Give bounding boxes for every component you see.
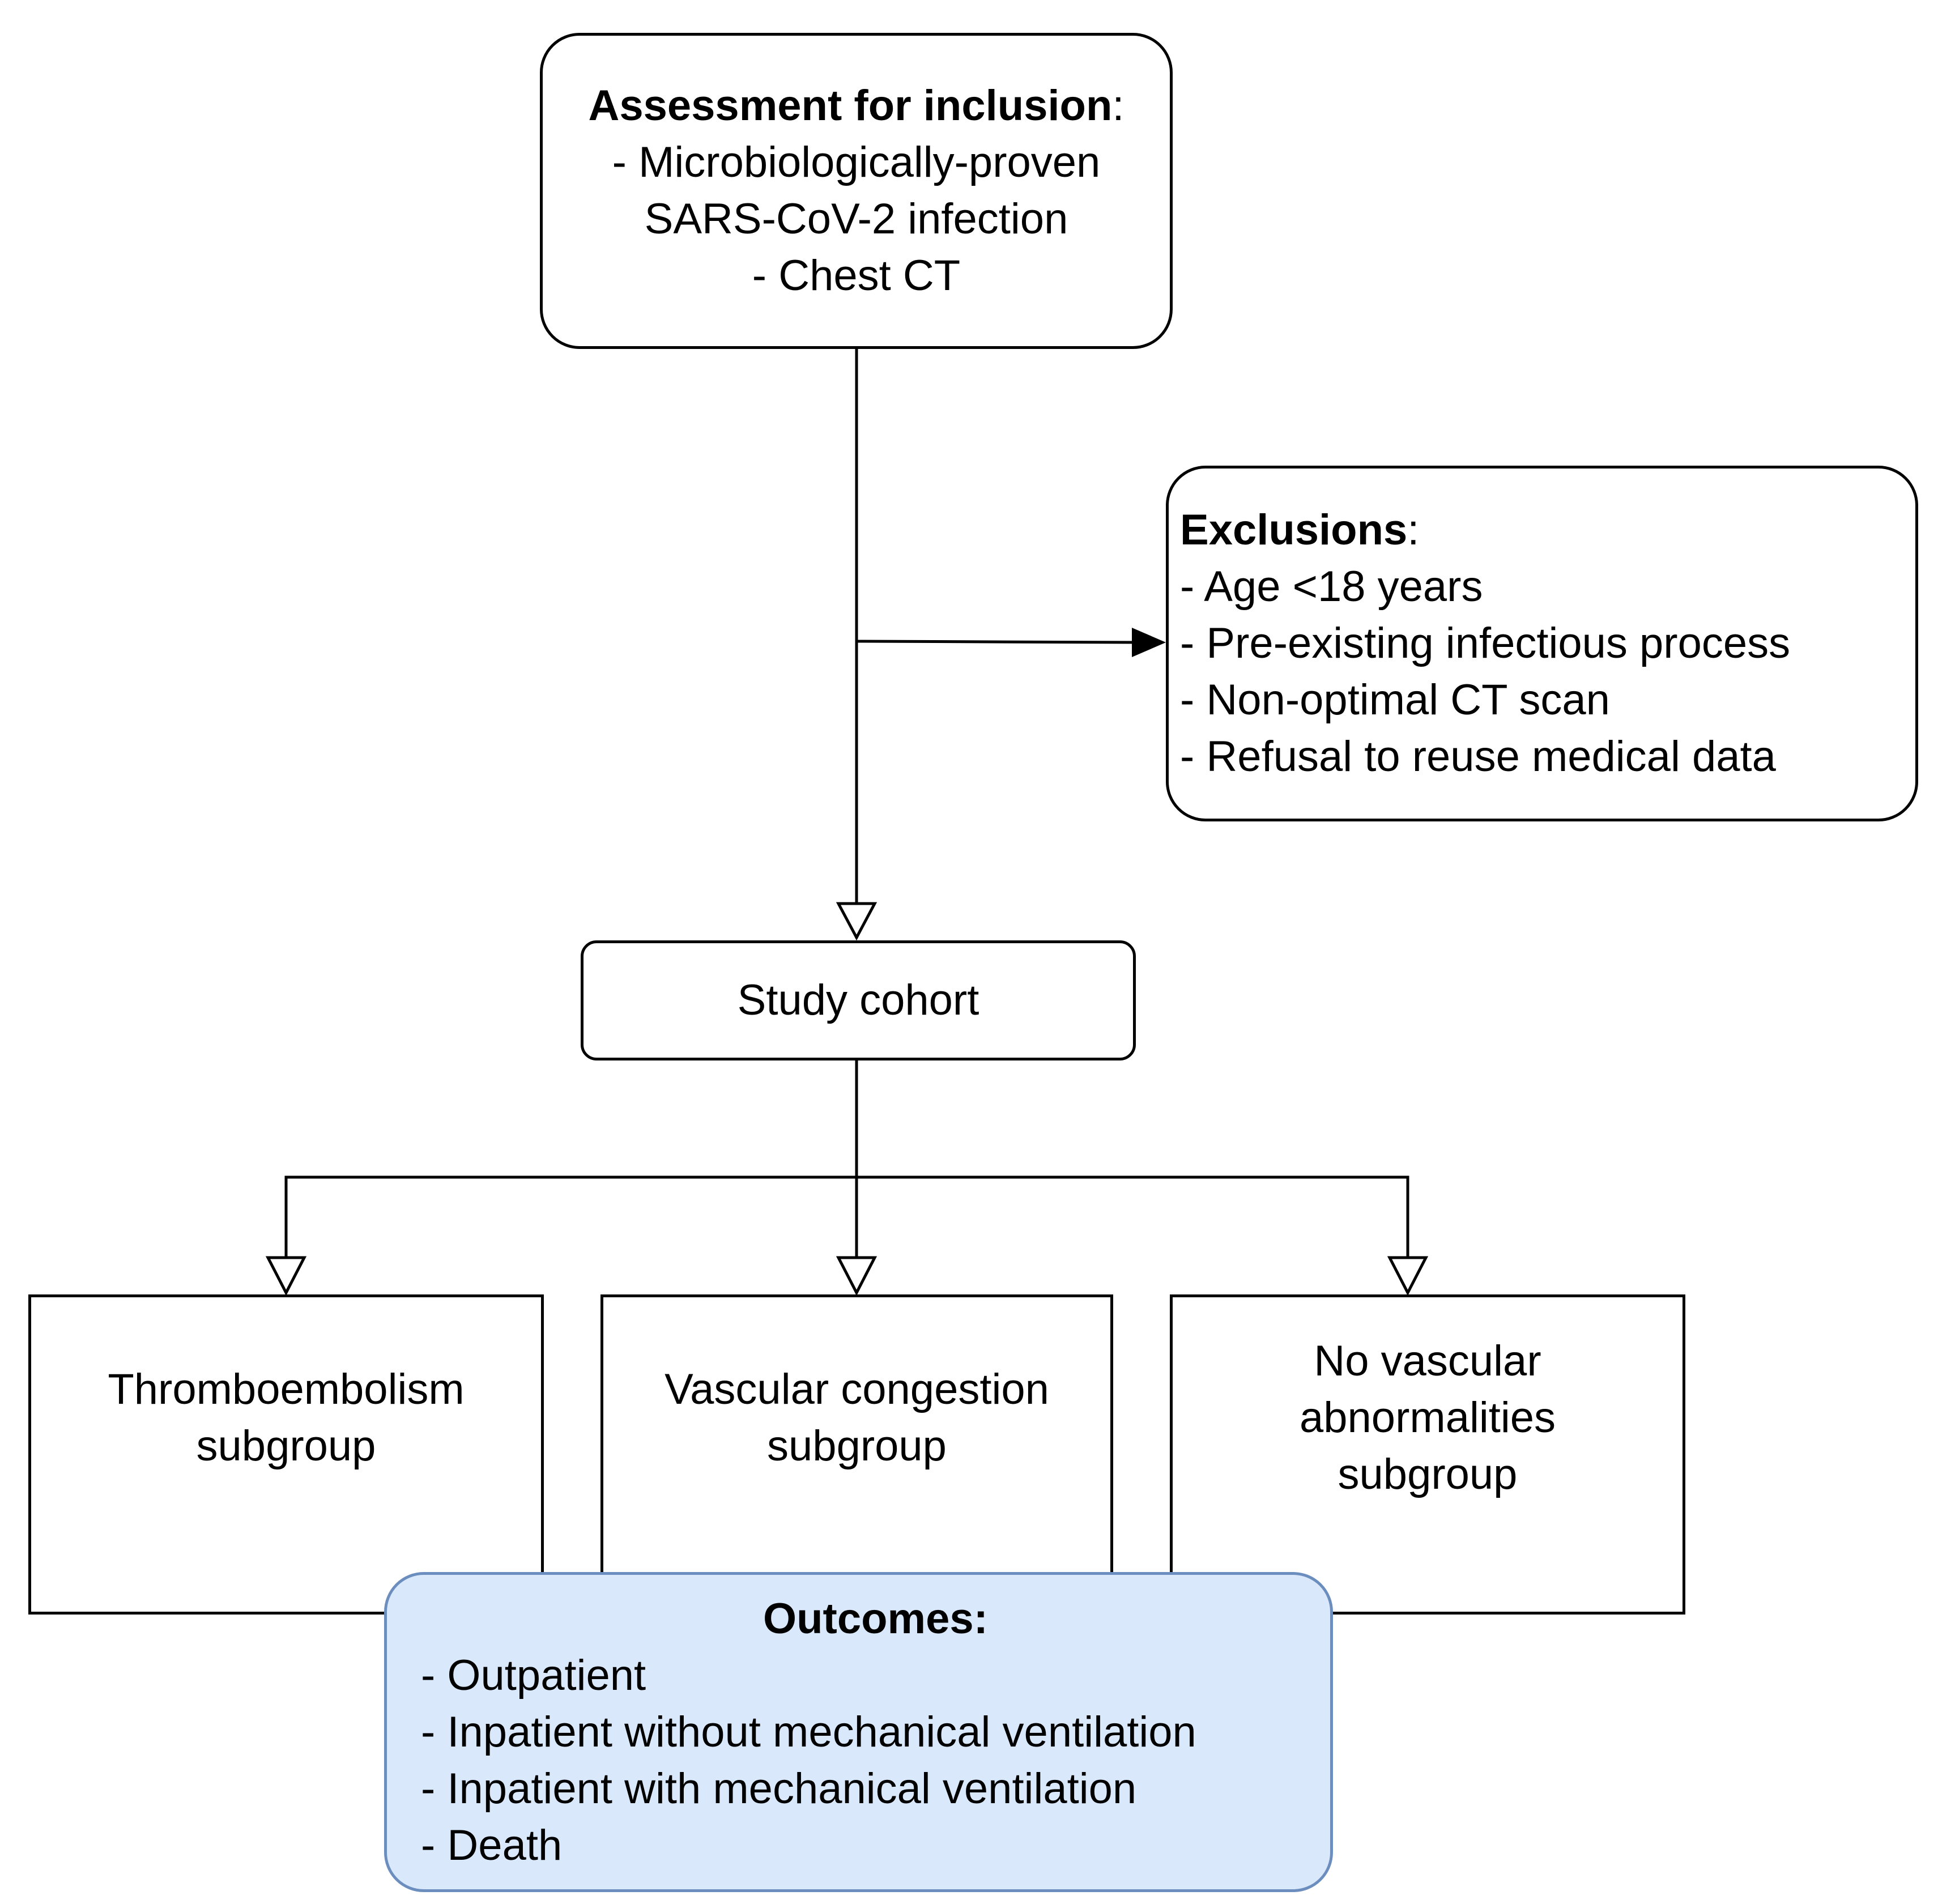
exclusion-item: - Pre-existing infectious process bbox=[1180, 619, 1791, 667]
arrowhead-novascular bbox=[1387, 1256, 1429, 1296]
outcome-item: - Outpatient bbox=[421, 1651, 646, 1699]
exclusions-heading-line: Exclusions: bbox=[1180, 502, 1419, 559]
exclusions-heading: Exclusions bbox=[1180, 506, 1408, 554]
study-cohort-label: Study cohort bbox=[737, 976, 979, 1024]
inclusion-heading-colon: : bbox=[1112, 82, 1125, 130]
inclusion-heading-line: Assessment for inclusion: bbox=[588, 78, 1124, 134]
outcome-item: - Inpatient with mechanical ventilation bbox=[421, 1764, 1137, 1813]
outcomes-box: Outcomes: - Outpatient - Inpatient witho… bbox=[384, 1572, 1333, 1892]
outcome-item: - Death bbox=[421, 1821, 563, 1869]
exclusion-item: - Refusal to reuse medical data bbox=[1180, 732, 1776, 781]
inclusion-box: Assessment for inclusion: - Microbiologi… bbox=[540, 33, 1173, 349]
no-vascular-abnormalities-subgroup-box: No vascular abnormalities subgroup bbox=[1170, 1294, 1685, 1615]
subgroup-label-line: Vascular congestion bbox=[665, 1365, 1049, 1413]
inclusion-item: - Microbiologically-proven bbox=[612, 138, 1101, 186]
arrowhead-congestion bbox=[836, 1256, 878, 1296]
exclusion-item: - Age <18 years bbox=[1180, 563, 1483, 611]
subgroup-label-line: subgroup bbox=[1338, 1450, 1518, 1498]
subgroup-label-line: subgroup bbox=[196, 1421, 376, 1470]
outcomes-heading: Outcomes: bbox=[763, 1594, 988, 1643]
arrowhead-exclusions bbox=[1132, 628, 1166, 657]
arrowhead-cohort bbox=[836, 902, 878, 941]
subgroup-label-line: abnormalities bbox=[1300, 1393, 1556, 1442]
exclusions-heading-colon: : bbox=[1407, 506, 1420, 554]
exclusions-box: Exclusions: - Age <18 years - Pre-existi… bbox=[1166, 466, 1918, 821]
connector-branch-to-exclusions bbox=[856, 640, 1139, 644]
inclusion-item: - Chest CT bbox=[752, 252, 961, 300]
thromboembolism-subgroup-box: Thromboembolism subgroup bbox=[28, 1294, 544, 1615]
arrowhead-thrombo bbox=[265, 1256, 307, 1296]
subgroup-label-line: subgroup bbox=[767, 1421, 947, 1470]
subgroup-label-line: Thromboembolism bbox=[108, 1365, 465, 1413]
vascular-congestion-subgroup-box: Vascular congestion subgroup bbox=[600, 1294, 1113, 1615]
outcome-item: - Inpatient without mechanical ventilati… bbox=[421, 1707, 1196, 1756]
exclusion-item: - Non-optimal CT scan bbox=[1180, 676, 1610, 724]
inclusion-item: SARS-CoV-2 infection bbox=[644, 195, 1068, 243]
study-cohort-box: Study cohort bbox=[581, 940, 1136, 1060]
subgroup-label-line: No vascular bbox=[1314, 1336, 1541, 1385]
connector-split-bar bbox=[284, 1175, 1409, 1258]
inclusion-heading: Assessment for inclusion bbox=[588, 82, 1113, 130]
